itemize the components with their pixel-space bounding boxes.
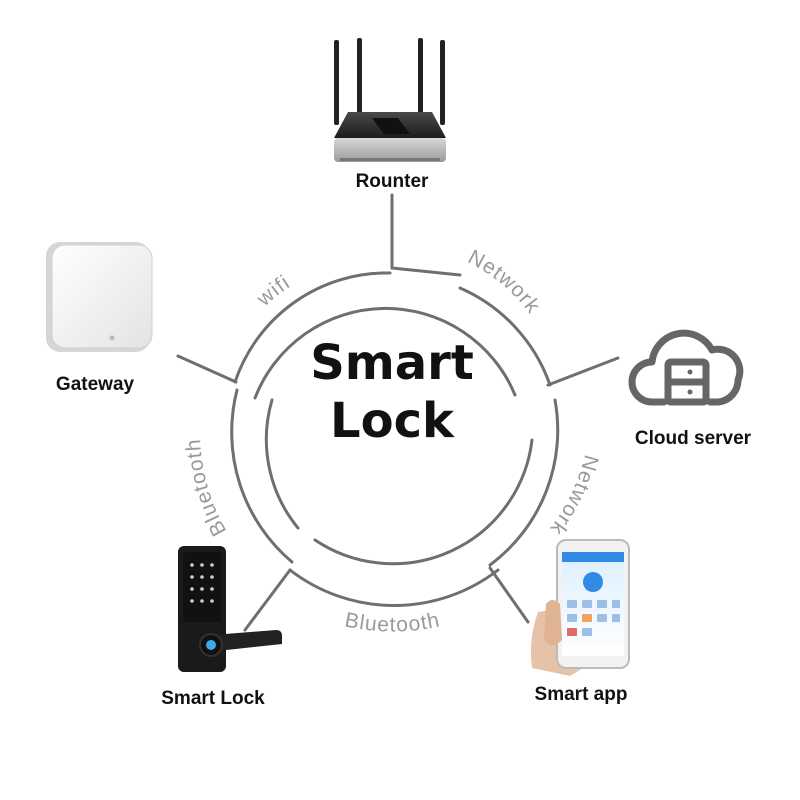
outer-ring bbox=[230, 271, 560, 607]
inner-ring bbox=[253, 306, 534, 566]
network-connection-label-top: Network bbox=[464, 246, 545, 318]
ring-segment-right-top bbox=[458, 286, 552, 387]
smart-lock-label: Smart Lock bbox=[161, 688, 265, 709]
bluetooth-connection-label-bottom: Bluetooth bbox=[343, 608, 442, 636]
router-icon bbox=[334, 38, 446, 162]
center-title: Smart Lock bbox=[262, 334, 522, 450]
router-label: Rounter bbox=[355, 171, 429, 192]
smartphone-app-icon bbox=[530, 539, 630, 676]
ring-segment-left bbox=[230, 388, 294, 564]
ring-segment-right bbox=[488, 398, 560, 567]
cloud-connector bbox=[546, 356, 620, 387]
center-title-line1: Smart bbox=[310, 335, 474, 391]
cloud-server-label: Cloud server bbox=[634, 428, 752, 449]
bluetooth-connection-label-left: Bluetooth bbox=[182, 438, 231, 540]
gateway-icon bbox=[46, 242, 153, 352]
inner-segment-top bbox=[253, 306, 517, 400]
connector-lines bbox=[176, 193, 620, 632]
door-lock-icon bbox=[178, 546, 282, 672]
gateway-label: Gateway bbox=[55, 374, 135, 395]
router-connector bbox=[390, 193, 462, 277]
ring-segment-top bbox=[233, 271, 392, 384]
inner-segment-bottom bbox=[313, 438, 534, 566]
ring-segment-bottom bbox=[288, 568, 500, 607]
center-title-line2: Lock bbox=[330, 393, 454, 449]
inner-segment-left bbox=[264, 398, 300, 530]
lock-connector bbox=[243, 568, 292, 632]
gateway-connector bbox=[176, 354, 238, 384]
app-connector bbox=[488, 566, 530, 624]
cloud-server-icon bbox=[628, 329, 744, 406]
smart-app-label: Smart app bbox=[534, 684, 628, 705]
